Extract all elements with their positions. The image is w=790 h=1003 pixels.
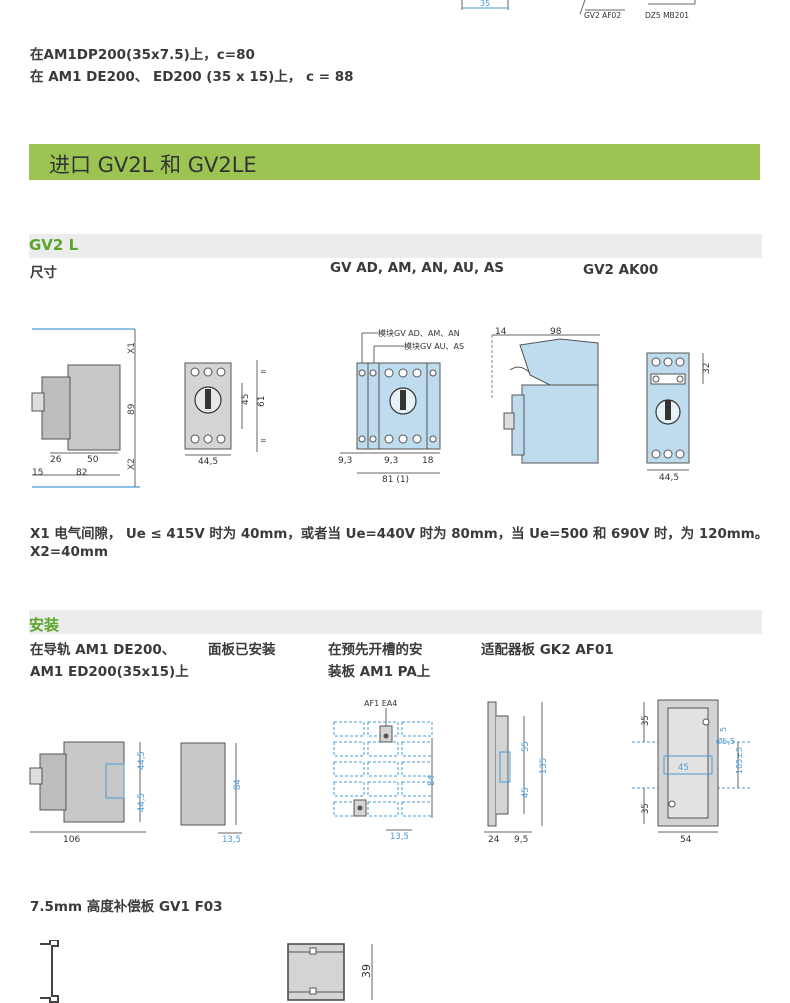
comp-plate-front-figure: 39 xyxy=(287,943,373,1001)
install-fig4-a: 55 xyxy=(521,741,531,752)
fig1-w50: 50 xyxy=(87,455,99,465)
install-col1-line2: AM1 ED200(35x15)上 xyxy=(30,664,189,680)
fig4-d98: 98 xyxy=(550,327,562,337)
install-fig2-h: 84 xyxy=(233,779,243,790)
fig2-h61: 61 xyxy=(257,396,267,407)
install-fig1-b: 44,5 xyxy=(137,793,147,812)
banner: 进口 GV2L 和 GV2LE xyxy=(29,144,760,180)
install-fig1-a: 44,5 xyxy=(137,751,147,770)
install-fig5-w: 54 xyxy=(680,835,692,845)
fig1-w26: 26 xyxy=(50,455,62,465)
install-col1-line1: 在导轨 AM1 DE200、 xyxy=(30,642,176,658)
install-fig4-h: 135 xyxy=(539,758,549,774)
adapter-front-figure: 45 35 35 5 Ø5,5 105±5 54 xyxy=(632,699,750,845)
dimensions-label: 尺寸 xyxy=(30,265,57,281)
install-fig5-d: Ø5,5 xyxy=(716,736,735,746)
comp-plate-title: 7.5mm 高度补偿板 GV1 F03 xyxy=(30,899,223,915)
fig4-body xyxy=(521,384,599,464)
fig4-d14: 14 xyxy=(495,327,507,337)
fig3-d1: 9,3 xyxy=(338,456,352,466)
top-dim-35: 35 xyxy=(480,0,490,8)
fig1-h89: 89 xyxy=(127,403,137,415)
comp-plate-h: 39 xyxy=(360,964,373,978)
mount-note-1: 在AM1DP200(35x7.5)上，c=80 xyxy=(30,47,255,63)
fig1-breaker-body xyxy=(67,364,121,451)
panel-mount-figure: 84 13,5 xyxy=(180,742,243,845)
top-label-gv2af02: GV2 AF02 xyxy=(584,11,621,20)
fig2-eq-top: = xyxy=(260,367,267,376)
top-label-dz5mb201: DZ5 MB201 xyxy=(645,11,689,20)
gv2ak00-title: GV2 AK00 xyxy=(583,262,659,278)
install-fig2-w: 13,5 xyxy=(222,835,241,845)
install-fig5-a: 35 xyxy=(641,715,651,726)
install-fig3-h: 84 xyxy=(427,775,437,786)
install-fig5-f: 105±5 xyxy=(735,747,744,774)
install-fig5-e: 45 xyxy=(678,763,689,773)
x2-note: X2=40mm xyxy=(30,544,109,560)
fig3-d3: 18 xyxy=(422,456,434,466)
install-col3-line2: 装板 AM1 PA上 xyxy=(328,664,431,680)
slotted-plate-figure: AF1 EA4 84 13,5 xyxy=(333,699,437,842)
section-gv2l: GV2 L xyxy=(29,234,762,258)
install-fig5-c: 5 xyxy=(719,727,728,732)
fig5-d32: 32 xyxy=(702,363,712,374)
adapter-side-figure: 55 45 135 24 9,5 xyxy=(484,701,549,845)
comp-plate-side-figure xyxy=(40,940,59,1003)
section-install: 安装 xyxy=(29,610,762,634)
section-gv2l-title: GV2 L xyxy=(29,236,79,254)
install-col4: 适配器板 GK2 AF01 xyxy=(481,642,614,658)
top-figure-fragment: 35 GV2 AF02 DZ5 MB201 xyxy=(461,0,696,20)
install-fig3-tag: AF1 EA4 xyxy=(364,699,397,708)
accessories-title: GV AD, AM, AN, AU, AS xyxy=(330,260,504,276)
fig3-d2: 9,3 xyxy=(384,456,398,466)
gv2ak00-side-figure: 14 98 xyxy=(491,327,600,464)
fig1-x2: X2 xyxy=(127,458,137,470)
mount-note-2: 在 AM1 DE200、 ED200 (35 x 15)上， c = 88 xyxy=(30,69,354,85)
fig3-right-module xyxy=(426,362,441,450)
fig2-w: 44,5 xyxy=(198,457,218,467)
fig2-eq-bottom: = xyxy=(260,436,267,445)
clearance-note: X1 电气间隙， Ue ≤ 415V 时为 40mm，或者当 Ue=440V 时… xyxy=(30,527,769,542)
install-fig4-c: 24 xyxy=(488,835,500,845)
install-col3-line1: 在预先开槽的安 xyxy=(328,642,423,658)
fig4-handle xyxy=(519,338,599,386)
install-fig1-w: 106 xyxy=(63,835,80,845)
fig1-x1: X1 xyxy=(127,342,137,354)
fig3-module-1: 模块GV AD、AM、AN xyxy=(378,328,460,338)
section-install-title: 安装 xyxy=(29,616,60,634)
fig1-w82: 82 xyxy=(76,468,87,478)
fig2-h45: 45 xyxy=(241,394,251,405)
banner-title: 进口 GV2L 和 GV2LE xyxy=(49,153,257,177)
gv2ak00-front-figure: 32 44,5 xyxy=(646,352,712,483)
fig1-w15: 15 xyxy=(32,468,43,478)
gv2l-side-view-figure: X1 89 X2 26 50 15 82 xyxy=(31,328,140,488)
install-fig5-b: 35 xyxy=(641,803,651,814)
install-fig3-w: 13,5 xyxy=(390,832,409,842)
gv2l-modules-figure: 模块GV AD、AM、AN 模块GV AU、AS 9,3 9,3 18 81 (… xyxy=(338,328,464,485)
fig5-d445: 44,5 xyxy=(659,473,679,483)
install-fig4-d: 9,5 xyxy=(514,835,528,845)
install-col2: 面板已安装 xyxy=(208,642,276,658)
fig3-module-2: 模块GV AU、AS xyxy=(404,341,464,351)
install-fig4-b: 45 xyxy=(521,787,531,798)
rail-mount-figure: 44,5 44,5 106 xyxy=(29,741,147,845)
fig3-d4: 81 (1) xyxy=(382,475,409,485)
gv2l-front-view-figure: 44,5 45 61 = = xyxy=(184,360,267,467)
